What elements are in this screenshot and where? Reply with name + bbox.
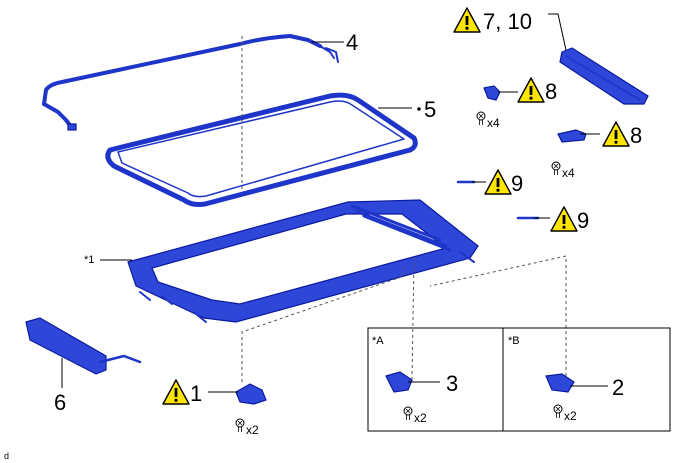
warning-triangle-icon <box>517 77 545 103</box>
callout-8-lower: 8 <box>630 123 642 148</box>
part-5-dot-marker <box>417 107 421 111</box>
quantity-x4-lower: x4 <box>562 166 575 180</box>
warning-triangle-icon <box>602 121 630 147</box>
callout-2: 2 <box>612 375 624 400</box>
part-3-component <box>385 371 413 393</box>
quantity-x4-upper: x4 <box>487 116 500 130</box>
callout-9-upper: 9 <box>511 171 523 196</box>
bolt-icon <box>551 161 561 176</box>
detail-label-b: *B <box>508 335 520 347</box>
warning-triangle-icon <box>550 206 578 232</box>
warning-triangle-icon <box>162 379 190 405</box>
callout-1: 1 <box>190 381 202 406</box>
callout-6: 6 <box>54 390 66 415</box>
detail-label-a: *A <box>372 335 384 347</box>
leader-lines <box>61 13 608 393</box>
part-8-bracket-upper <box>483 85 501 101</box>
warning-triangle-icon <box>484 169 512 195</box>
callout-3: 3 <box>446 371 458 396</box>
bolt-icon <box>403 406 413 421</box>
part-2-component <box>545 373 575 393</box>
callout-4: 4 <box>346 30 358 55</box>
part-5-glass-weatherstrip <box>105 92 418 207</box>
callout-9-lower: 9 <box>577 208 589 233</box>
sunroof-housing-frame <box>127 199 479 323</box>
quantity-x2-part1: x2 <box>246 423 259 437</box>
bolt-icon <box>553 404 563 419</box>
bolt-icon <box>235 418 245 433</box>
bolt-icon <box>476 111 486 126</box>
part-8-bracket-lower <box>557 129 587 143</box>
part-1-sunroof-motor <box>235 383 267 405</box>
detail-box: *A *B <box>367 327 671 432</box>
part-7-10-sunshade <box>559 47 649 105</box>
callout-7-10: 7, 10 <box>483 9 532 34</box>
quantity-x2-part3: x2 <box>414 411 427 425</box>
assembly-guide-lines <box>241 36 567 382</box>
callout-8-upper: 8 <box>545 79 557 104</box>
callout-5: 5 <box>424 97 436 122</box>
warning-triangle-icon <box>453 7 481 33</box>
part-6-wind-deflector <box>25 317 142 375</box>
corner-marker: d <box>4 451 9 461</box>
part-4-drain-hose-assembly <box>42 34 339 131</box>
quantity-x2-part2: x2 <box>564 409 577 423</box>
reference-star-1: *1 <box>84 254 94 266</box>
